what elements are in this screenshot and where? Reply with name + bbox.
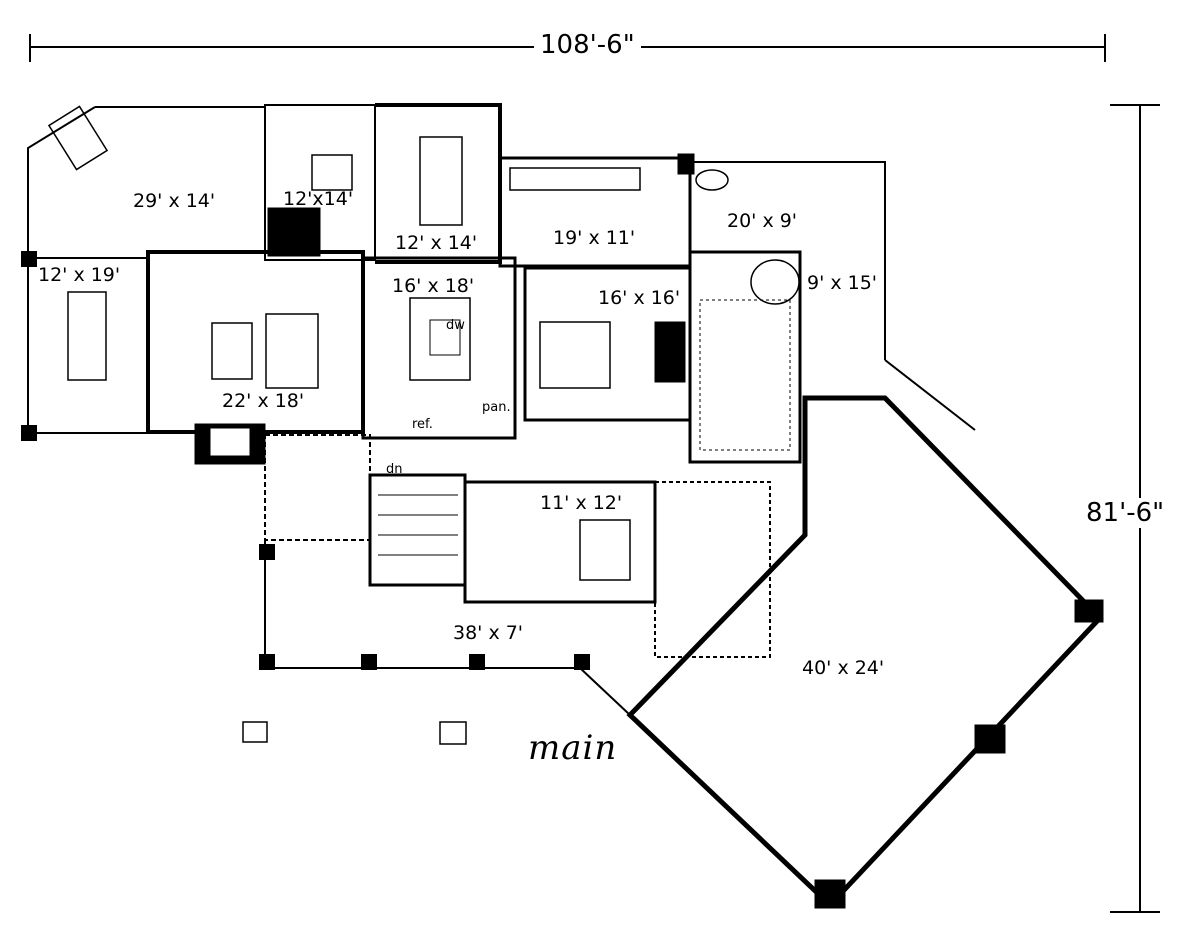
garage — [626, 395, 1104, 909]
screened-porch — [27, 105, 266, 259]
dining-room-label: 12' x 14' — [395, 232, 478, 254]
width-dimension: 108'-6" — [534, 30, 641, 60]
hearth-room-label: 19' x 11' — [553, 227, 636, 249]
porch-dining-label: 12' x 19' — [38, 264, 121, 286]
master-bath-label: 9' x 15' — [807, 272, 878, 294]
hearth-room — [498, 153, 695, 268]
stair-down-label: dn — [386, 462, 403, 477]
bedroom-suite — [463, 480, 771, 658]
screened-porch-label: 29' x 14' — [133, 190, 216, 212]
refrigerator-label: ref. — [412, 417, 433, 432]
dishwasher-label: dw — [446, 318, 465, 333]
landscape-planters — [242, 721, 467, 745]
great-room — [146, 250, 365, 465]
deck — [690, 161, 976, 431]
kitchen — [361, 256, 517, 440]
great-room-label: 22' x 18' — [222, 390, 305, 412]
garage-label: 40' x 24' — [802, 657, 885, 679]
depth-dimension: 81'-6" — [1080, 498, 1171, 528]
deck-label: 20' x 9' — [727, 210, 798, 232]
front-porch-label: 38' x 7' — [453, 622, 524, 644]
master-bedroom-label: 16' x 16' — [598, 287, 681, 309]
floor-name-label: main — [528, 728, 618, 768]
den-label: 12'x14' — [283, 188, 354, 210]
foyer-stair — [264, 434, 467, 587]
master-bath — [688, 250, 802, 464]
den — [264, 104, 376, 261]
front-porch — [259, 540, 631, 716]
pantry-label: pan. — [482, 400, 511, 415]
kitchen-label: 16' x 18' — [392, 275, 475, 297]
bedroom-label: 11' x 12' — [540, 492, 623, 514]
